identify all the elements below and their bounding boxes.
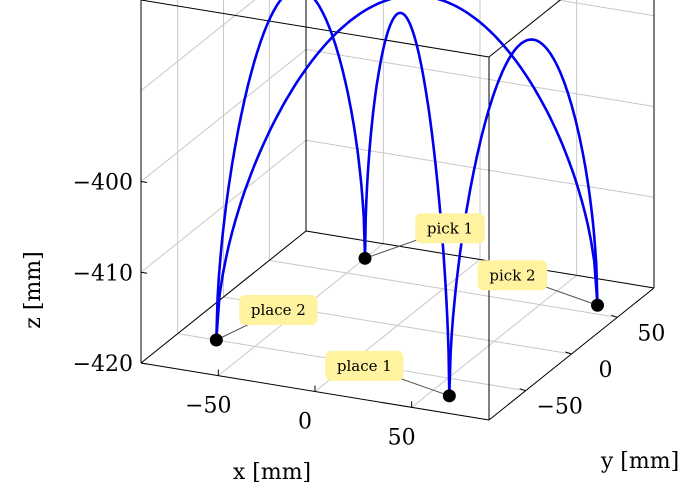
trajectory-arc	[215, 0, 367, 341]
z-tick-mark	[140, 271, 148, 274]
trajectory-arc	[363, 11, 451, 396]
x-tick-label: 0	[298, 410, 312, 435]
y-tick-mark	[565, 351, 572, 355]
axes-box-edge	[140, 230, 307, 364]
annotation-box	[415, 213, 485, 244]
y-tick-mark	[611, 314, 618, 318]
y-tick-label: −50	[536, 395, 582, 420]
x-tick-label: −50	[185, 394, 231, 419]
grid-line	[305, 139, 655, 198]
annotation-box	[239, 295, 318, 325]
annotations: pick 1 pick 2 place 1 place 2	[239, 213, 548, 381]
annotation-label: place 1	[337, 357, 392, 375]
x-axis-label: x [mm]	[233, 460, 311, 485]
grid-line	[140, 49, 307, 182]
trajectory-arc	[215, 0, 599, 341]
trajectory-arc	[448, 38, 599, 396]
grid-line	[269, 259, 618, 318]
tick-labels: −50 0 50 −50 0 50 −420 −410 −400	[73, 171, 666, 451]
annotation-box	[477, 260, 548, 291]
point-marker	[442, 389, 456, 403]
z-tick-label: −410	[73, 261, 133, 286]
z-axis-label: z [mm]	[21, 251, 46, 328]
z-tick-mark	[140, 181, 148, 183]
x-tick-label: 50	[388, 425, 416, 450]
z-tick-label: −400	[73, 171, 133, 196]
annotation-box	[325, 350, 404, 381]
y-tick-mark	[519, 388, 526, 392]
y-axis-label: y [mm]	[600, 449, 679, 474]
grid-lines	[140, 0, 655, 408]
z-tick-mark	[140, 362, 148, 365]
y-tick-label: 50	[637, 321, 665, 346]
annotation-label: place 2	[251, 301, 306, 319]
axes-box-edge	[140, 0, 490, 58]
trajectory-points	[209, 251, 604, 403]
y-tick-label: 0	[599, 358, 613, 383]
annotation-label: pick 2	[489, 266, 535, 284]
annotation-label: pick 1	[427, 219, 473, 237]
grid-line	[305, 49, 655, 107]
point-marker	[591, 298, 604, 312]
point-marker	[358, 251, 372, 265]
point-marker	[209, 333, 223, 347]
grid-line	[554, 0, 655, 17]
z-tick-label: −420	[73, 352, 133, 377]
grid-line	[140, 0, 256, 92]
grid-line	[140, 139, 307, 273]
axes-box-edge	[488, 0, 562, 58]
trajectory-curves	[215, 0, 599, 396]
